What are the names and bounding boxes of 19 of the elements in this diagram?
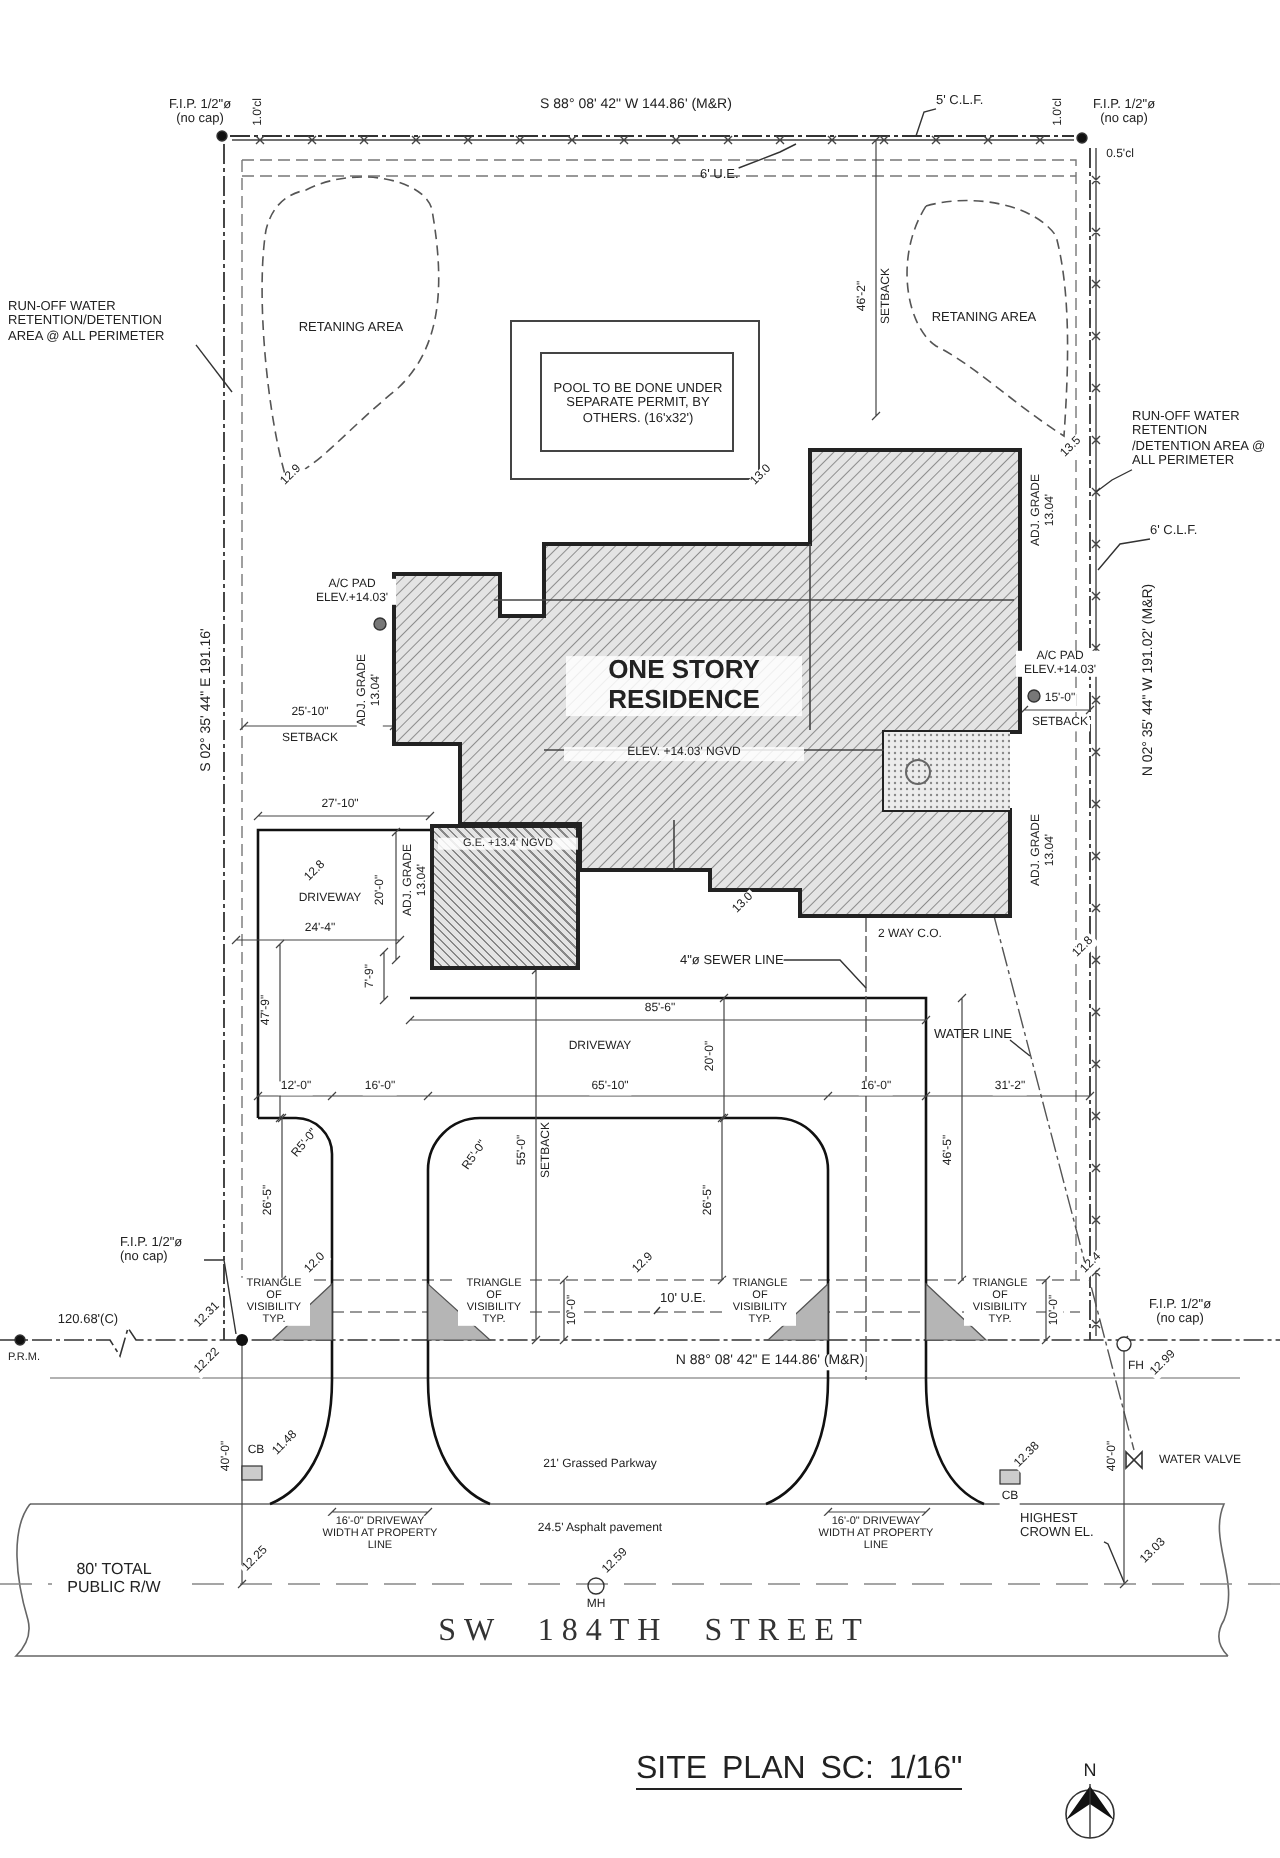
leader-line (782, 959, 867, 989)
leader-line (203, 1259, 237, 1335)
plan-annotation: 80' TOTAL PUBLIC R/W (52, 1562, 176, 1598)
leader-line (915, 108, 937, 137)
garage-footprint (430, 824, 580, 970)
leader-line (195, 344, 233, 393)
leader-line (1103, 1541, 1125, 1583)
street-name: SW 184TH STREET (438, 1614, 870, 1650)
leader-line (737, 143, 797, 169)
survey-pin-icon (236, 1334, 248, 1346)
leader-line (1009, 1039, 1031, 1057)
building-label: ONE STORY RESIDENCE (566, 656, 802, 716)
leader-line (1095, 469, 1133, 493)
pool-note-box (540, 352, 734, 452)
plan-annotation: N (1081, 1762, 1099, 1782)
leader-line (653, 1306, 661, 1315)
leader-line (1097, 538, 1151, 571)
house-footprint (394, 450, 1020, 920)
drawing-title: SITE PLAN SC: 1/16" (636, 1752, 963, 1790)
